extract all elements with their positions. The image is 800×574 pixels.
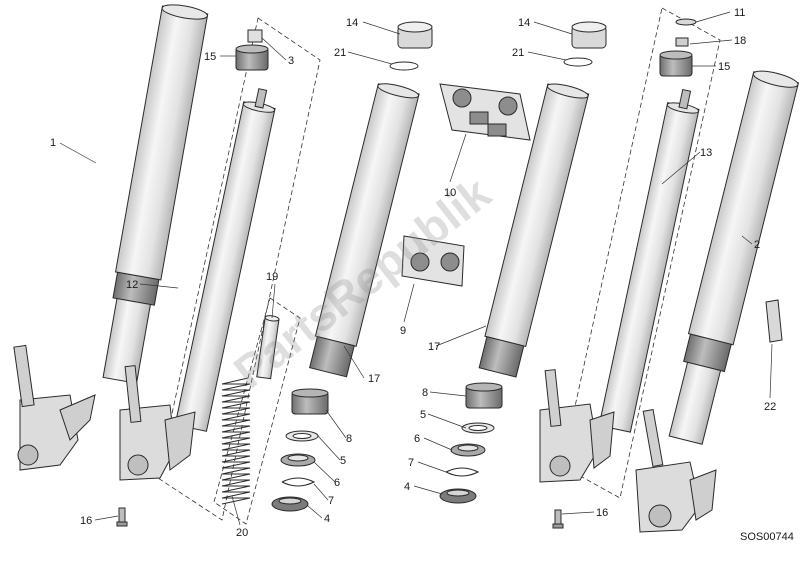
spring-20 — [221, 377, 251, 505]
callout-7-left: 7 — [328, 495, 334, 507]
callout-18: 18 — [734, 35, 746, 47]
callout-5-right: 5 — [420, 409, 426, 421]
fork-foot-inner-left — [119, 365, 196, 481]
callout-16-right: 16 — [596, 507, 608, 519]
callout-20: 20 — [236, 527, 248, 539]
callout-labels: 1 2 3 4 4 5 5 6 6 7 7 8 8 9 10 11 12 13 … — [50, 7, 776, 539]
sticker-22 — [765, 299, 783, 343]
group-box-cartridge-right — [561, 7, 721, 499]
callout-10: 10 — [444, 187, 456, 199]
washer-11 — [675, 18, 697, 26]
bushing-15-right — [659, 50, 693, 77]
dust-seal-4-right — [439, 488, 477, 504]
outer-tube-left — [102, 4, 209, 384]
callout-16-left: 16 — [80, 515, 92, 527]
callout-4-left: 4 — [324, 513, 330, 525]
callout-3: 3 — [288, 55, 294, 67]
callout-19: 19 — [266, 271, 278, 283]
callout-8-left: 8 — [346, 433, 352, 445]
outer-tube-right — [668, 70, 800, 445]
clamp-10 — [439, 83, 531, 141]
seal-6-left — [280, 453, 316, 467]
part-18 — [675, 37, 689, 47]
leader-lines — [59, 11, 773, 526]
callout-6-right: 6 — [414, 433, 420, 445]
seal-6-right — [450, 443, 486, 457]
top-cap-14-right — [571, 21, 607, 49]
bushing-8-right — [465, 382, 503, 409]
callout-9: 9 — [400, 325, 406, 337]
callout-8-right: 8 — [422, 387, 428, 399]
washer-5-right — [461, 422, 495, 434]
callout-2: 2 — [754, 239, 760, 251]
callout-11: 11 — [734, 7, 745, 19]
drawing-code: SOS00744 — [740, 531, 794, 543]
top-cap-14-left — [397, 21, 433, 49]
callout-5-left: 5 — [340, 455, 346, 467]
callout-14-left: 14 — [346, 17, 358, 29]
callout-17-left: 17 — [368, 373, 380, 385]
outer-tube-mid-left — [309, 83, 420, 378]
dust-seal-4-left — [271, 496, 309, 512]
callout-22: 22 — [764, 401, 776, 413]
washer-5-left — [285, 430, 319, 442]
fork-foot-right — [635, 408, 717, 533]
callout-1: 1 — [50, 137, 56, 149]
group-box-cartridge-left — [157, 17, 321, 521]
inner-tube-right — [598, 88, 700, 433]
bushing-15-left — [235, 44, 269, 71]
callout-21-left: 21 — [334, 47, 346, 59]
o-ring-21-right — [563, 57, 593, 67]
group-box-spring — [213, 297, 301, 525]
clamp-9 — [401, 235, 465, 287]
callout-17-right: 17 — [428, 341, 440, 353]
fork-foot-inner-right — [539, 369, 615, 483]
callout-14-right: 14 — [518, 17, 530, 29]
callout-7-right: 7 — [408, 457, 414, 469]
callout-15-left: 15 — [204, 51, 216, 63]
callout-6-left: 6 — [334, 477, 340, 489]
outer-tube-mid-right — [478, 83, 590, 378]
o-ring-21-left — [389, 61, 419, 71]
callout-13: 13 — [700, 147, 712, 159]
callout-15-right: 15 — [718, 61, 730, 73]
cap-3-left — [247, 29, 263, 43]
bolt-16-right — [552, 509, 564, 529]
callout-4-right: 4 — [404, 481, 410, 493]
callout-12: 12 — [126, 279, 138, 291]
clip-7-right — [445, 467, 480, 477]
fork-foot-left — [13, 344, 96, 471]
callout-21-right: 21 — [512, 47, 524, 59]
bushing-8-left — [291, 388, 329, 415]
bolt-16-left — [116, 507, 128, 527]
clip-7-left — [281, 477, 316, 487]
